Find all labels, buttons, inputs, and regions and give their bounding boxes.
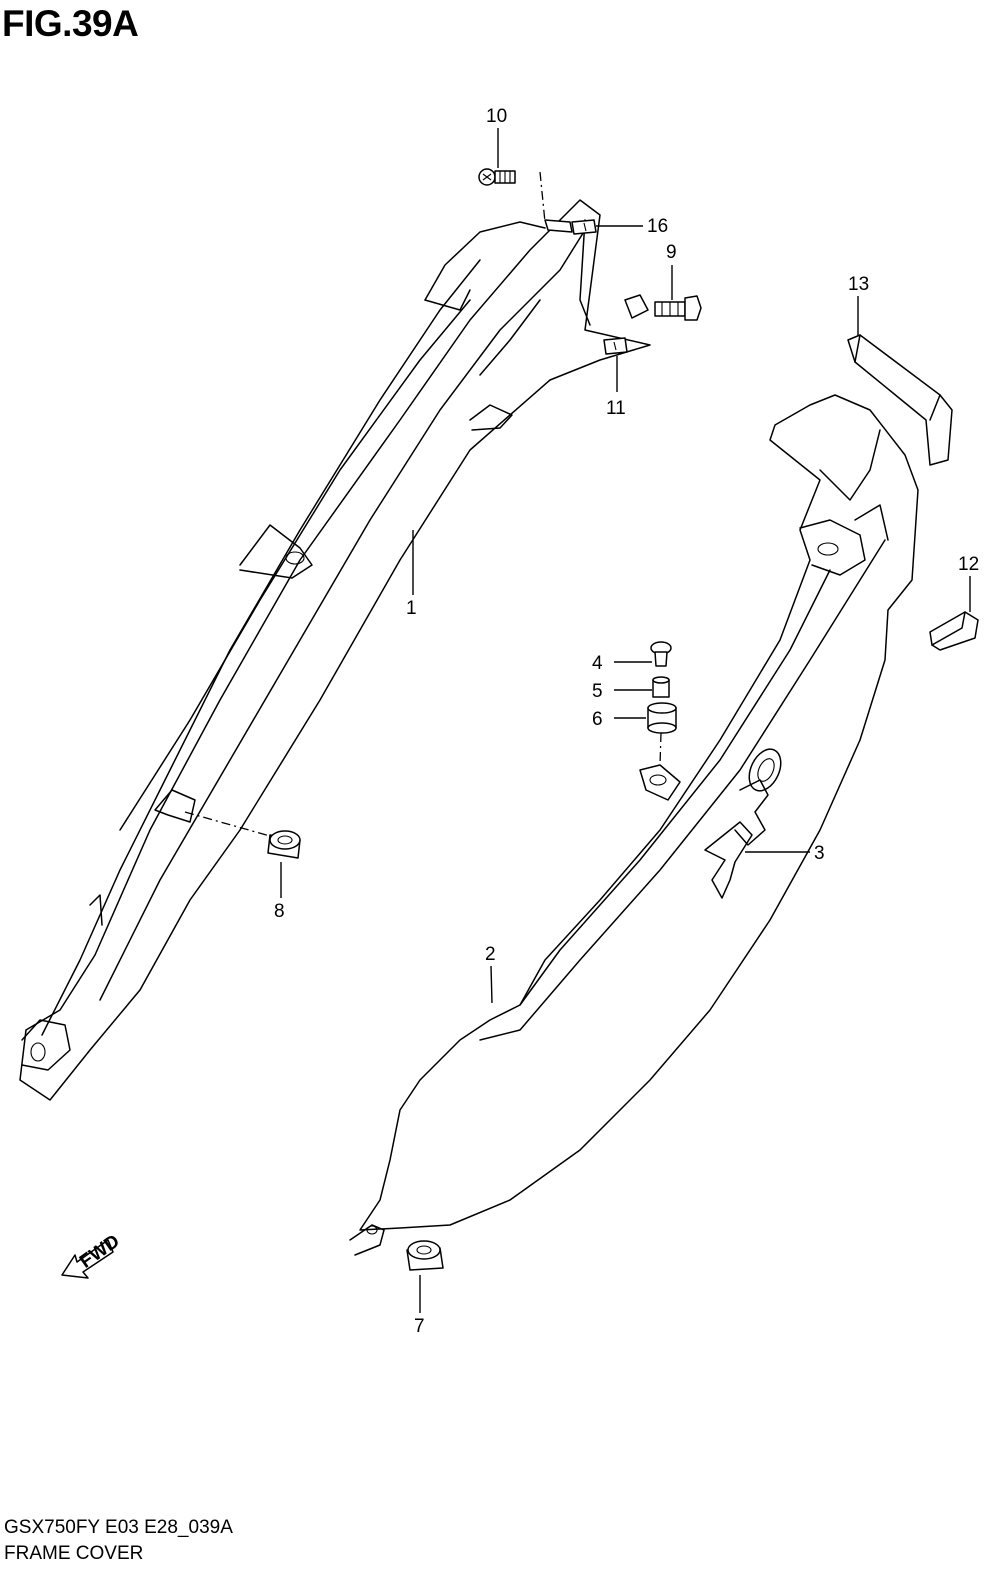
- leader-lines: [280, 128, 971, 1313]
- callout-13: 13: [848, 274, 869, 295]
- clip-16-part: [544, 219, 597, 235]
- grommet-7-part: [406, 1240, 444, 1271]
- screw-10-part: [478, 168, 516, 186]
- callout-6: 6: [592, 709, 603, 730]
- callout-11: 11: [606, 398, 626, 419]
- small-pad-part: [929, 611, 979, 651]
- callout-12: 12: [958, 554, 979, 575]
- grommet-8-part: [267, 830, 301, 859]
- side-cover-right-part: [349, 394, 919, 1256]
- figure-title: FIG.39A: [2, 3, 139, 44]
- section-name-label: FRAME COVER: [4, 1543, 144, 1564]
- seal-strip-part: [847, 334, 953, 466]
- bolt-9-part: [624, 294, 702, 321]
- callout-7: 7: [414, 1316, 425, 1337]
- grommet-6-part: [647, 702, 677, 734]
- callout-16: 16: [647, 216, 668, 237]
- callout-4: 4: [592, 653, 603, 674]
- callout-8: 8: [274, 901, 285, 922]
- collar-5-part: [652, 676, 670, 698]
- forward-arrow-icon: FWD: [61, 1231, 124, 1279]
- callout-1: 1: [406, 598, 417, 619]
- frame-cover-left-part: [19, 199, 651, 1101]
- screw-4-part: [650, 641, 672, 667]
- fwd-label: FWD: [76, 1231, 123, 1273]
- model-code-label: GSX750FY E03 E28_039A: [4, 1517, 233, 1538]
- callout-10: 10: [486, 106, 507, 127]
- callout-5: 5: [592, 681, 603, 702]
- callout-labels: 10 16 9 11 13 12 1 4 5 6 3 8 2 7: [274, 106, 979, 1337]
- nut-11-part: [603, 337, 628, 355]
- callout-3: 3: [814, 843, 825, 864]
- callout-2: 2: [485, 944, 496, 965]
- 750-emblem-graphic: [704, 748, 782, 899]
- callout-9: 9: [666, 242, 677, 263]
